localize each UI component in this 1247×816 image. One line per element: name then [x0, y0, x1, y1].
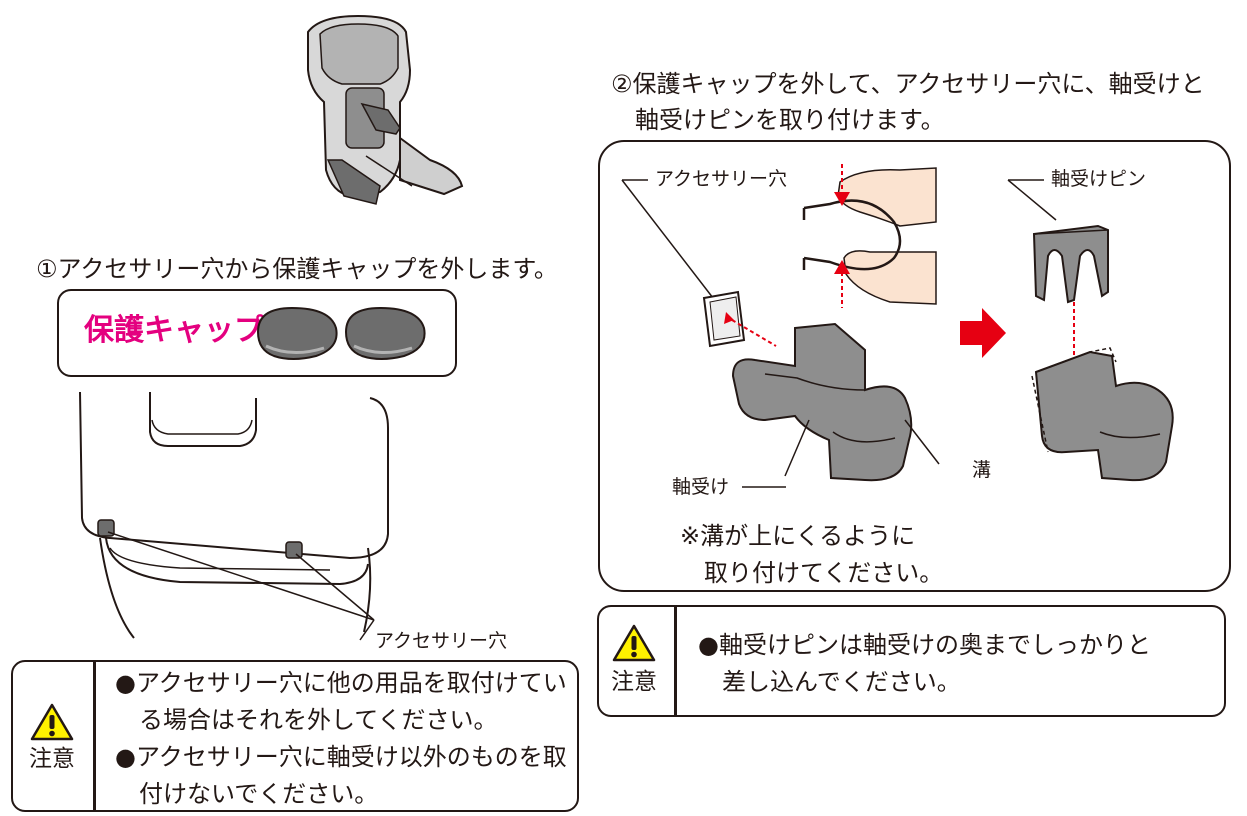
pin-part — [1032, 224, 1109, 366]
step2-note-line-2: 取り付けてください。 — [680, 559, 944, 587]
caution-2-line-2: 差し込んでください。 — [698, 668, 961, 696]
hole-plate — [702, 290, 777, 348]
hole-label-right: アクセサリー穴 — [655, 168, 788, 190]
caution-box-1 — [11, 660, 579, 812]
caution-1-line-3: ●アクセサリー穴に軸受け以外のものを取 — [115, 743, 567, 771]
warning-icon — [30, 703, 74, 741]
caution-2-line-1: ●軸受けピンは軸受けの奥までしっかりと — [698, 631, 1151, 659]
step2-note-line-1: ※溝が上にくるように — [680, 522, 916, 550]
pin-label: 軸受けピン — [1051, 168, 1147, 190]
caution-1-line-2: る場合はそれを外してください。 — [115, 706, 498, 734]
caution-1-line-1: ●アクセサリー穴に他の用品を取付けてい — [115, 669, 567, 697]
seat-back-closeup — [79, 391, 389, 641]
hole-label-left: アクセサリー穴 — [375, 630, 508, 652]
groove-label: 溝 — [972, 459, 992, 481]
pin-leader — [1007, 179, 1057, 221]
caution-label-2: 注意 — [611, 669, 657, 695]
cap-label: 保護キャップ — [84, 313, 264, 348]
caution-box-2 — [597, 605, 1226, 717]
step2-note: ※溝が上にくるように 取り付けてください。 — [680, 518, 943, 592]
step2-title: ②保護キャップを外して、アクセサリー穴に、軸受けと 軸受けピンを取り付けます。 — [611, 66, 1205, 138]
caution-text-2: ●軸受けピンは軸受けの奥までしっかりと 差し込んでください。 — [698, 627, 1151, 701]
cap-icon — [256, 306, 426, 360]
bearing-part — [731, 322, 940, 482]
caution-1-line-4: 付けないでください。 — [115, 780, 379, 808]
assembled-bearing — [1031, 347, 1174, 482]
step2-title-line-1: ②保護キャップを外して、アクセサリー穴に、軸受けと — [611, 70, 1205, 98]
bearing-label: 軸受け — [672, 476, 730, 498]
caution-text-1: ●アクセサリー穴に他の用品を取付けてい る場合はそれを外してください。 ●アクセ… — [115, 665, 567, 813]
step2-title-line-2: 軸受けピンを取り付けます。 — [611, 106, 945, 134]
bearing-leader — [742, 486, 786, 488]
caution-label-1: 注意 — [29, 746, 75, 772]
caution-divider-2 — [674, 607, 677, 715]
hand-pinch-icon — [802, 164, 937, 308]
child-seat-illustration — [307, 14, 464, 205]
warning-icon — [612, 624, 656, 662]
caution-divider-1 — [93, 662, 96, 810]
arrow-right-icon — [960, 308, 1006, 358]
step1-title: ①アクセサリー穴から保護キャップを外します。 — [36, 255, 558, 283]
